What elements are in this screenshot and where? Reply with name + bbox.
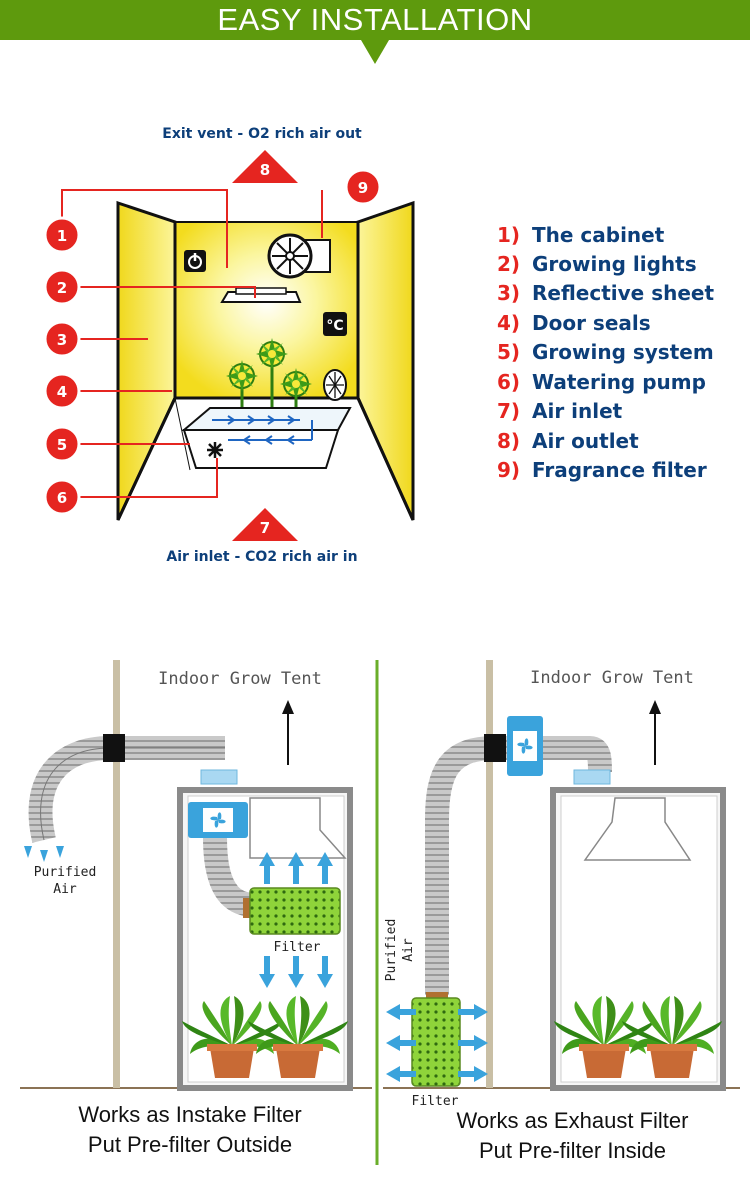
legend-text: Reflective sheet [532, 281, 714, 305]
purified-arrows [24, 846, 64, 862]
legend-text: Air outlet [532, 429, 639, 453]
intake-caption-line2: Put Pre-filter Outside [87, 1132, 293, 1157]
marker-4: 4 [57, 383, 67, 401]
banner-pointer [361, 40, 389, 64]
air-inlet-label: Air inlet - CO2 rich air in [166, 549, 357, 565]
tent-wall [486, 660, 493, 1088]
intake-caption: Works as Instake Filter Put Pre-filter O… [20, 1100, 360, 1160]
intake-filter-label: Filter [274, 940, 321, 955]
intake-air-label: Air [53, 882, 77, 897]
marker-badges [43, 150, 382, 541]
exhaust-panel [386, 660, 726, 1091]
exhaust-fan-icon [267, 233, 331, 279]
intake-panel [24, 660, 353, 1091]
intake-caption-line1: Works as Instake Filter [78, 1102, 302, 1127]
intake-tent-label: Indoor Grow Tent [158, 669, 322, 689]
celsius-icon: °C [323, 312, 347, 336]
svg-text:°C: °C [326, 318, 343, 334]
marker-2: 2 [57, 279, 67, 297]
power-icon [184, 250, 206, 272]
legend-text: The cabinet [532, 223, 665, 247]
legend-num: 5) [497, 340, 520, 364]
marker-6: 6 [57, 489, 67, 507]
legend-text: Growing system [532, 340, 714, 364]
marker-5: 5 [57, 436, 67, 454]
exhaust-caption-line1: Works as Exhaust Filter [456, 1108, 689, 1133]
airflow-up-arrows [259, 852, 333, 884]
cabinet-left-door [116, 200, 177, 521]
legend-num: 3) [497, 281, 520, 305]
legend-num: 6) [497, 370, 520, 394]
marker-9: 9 [358, 179, 368, 197]
banner-title: EASY INSTALLATION [217, 2, 533, 37]
legend-text: Door seals [532, 311, 651, 335]
legend-text: Growing lights [532, 252, 697, 276]
airflow-down-arrows [259, 956, 333, 988]
exhaust-purified-label: Purified [384, 919, 399, 982]
marker-1: 1 [57, 227, 67, 245]
marker-8: 8 [260, 161, 270, 179]
leader-lines [61, 189, 323, 498]
plant-icon [225, 337, 313, 410]
exit-vent-label: Exit vent - O2 rich air out [162, 126, 362, 142]
tent-wall [113, 660, 120, 1088]
exhaust-caption-line2: Put Pre-filter Inside [478, 1138, 667, 1163]
legend-num: 8) [497, 429, 520, 453]
legend-num: 4) [497, 311, 520, 335]
exhaust-filter-label: Filter [412, 1094, 459, 1109]
exhaust-air-label: Air [401, 938, 416, 962]
legend-num: 7) [497, 399, 520, 423]
legend-num: 1) [497, 223, 520, 247]
marker-7: 7 [260, 519, 270, 537]
legend-num: 2) [497, 252, 520, 276]
marker-3: 3 [57, 331, 67, 349]
fan-icon [323, 369, 347, 401]
grow-light [220, 287, 302, 303]
exhaust-caption: Works as Exhaust Filter Put Pre-filter I… [400, 1106, 745, 1166]
legend-text: Watering pump [532, 370, 706, 394]
pump-icon [205, 440, 225, 460]
exhaust-tent-label: Indoor Grow Tent [530, 668, 694, 688]
legend-num: 9) [497, 458, 520, 482]
legend-text: Fragrance filter [532, 458, 707, 482]
legend: 1) The cabinet 2) Growing lights 3) Refl… [497, 223, 714, 482]
cabinet-right-door [356, 200, 415, 521]
intake-purified-label: Purified [34, 865, 97, 880]
legend-text: Air inlet [532, 399, 623, 423]
banner [0, 0, 750, 40]
airflow-side-arrows [386, 1004, 488, 1082]
